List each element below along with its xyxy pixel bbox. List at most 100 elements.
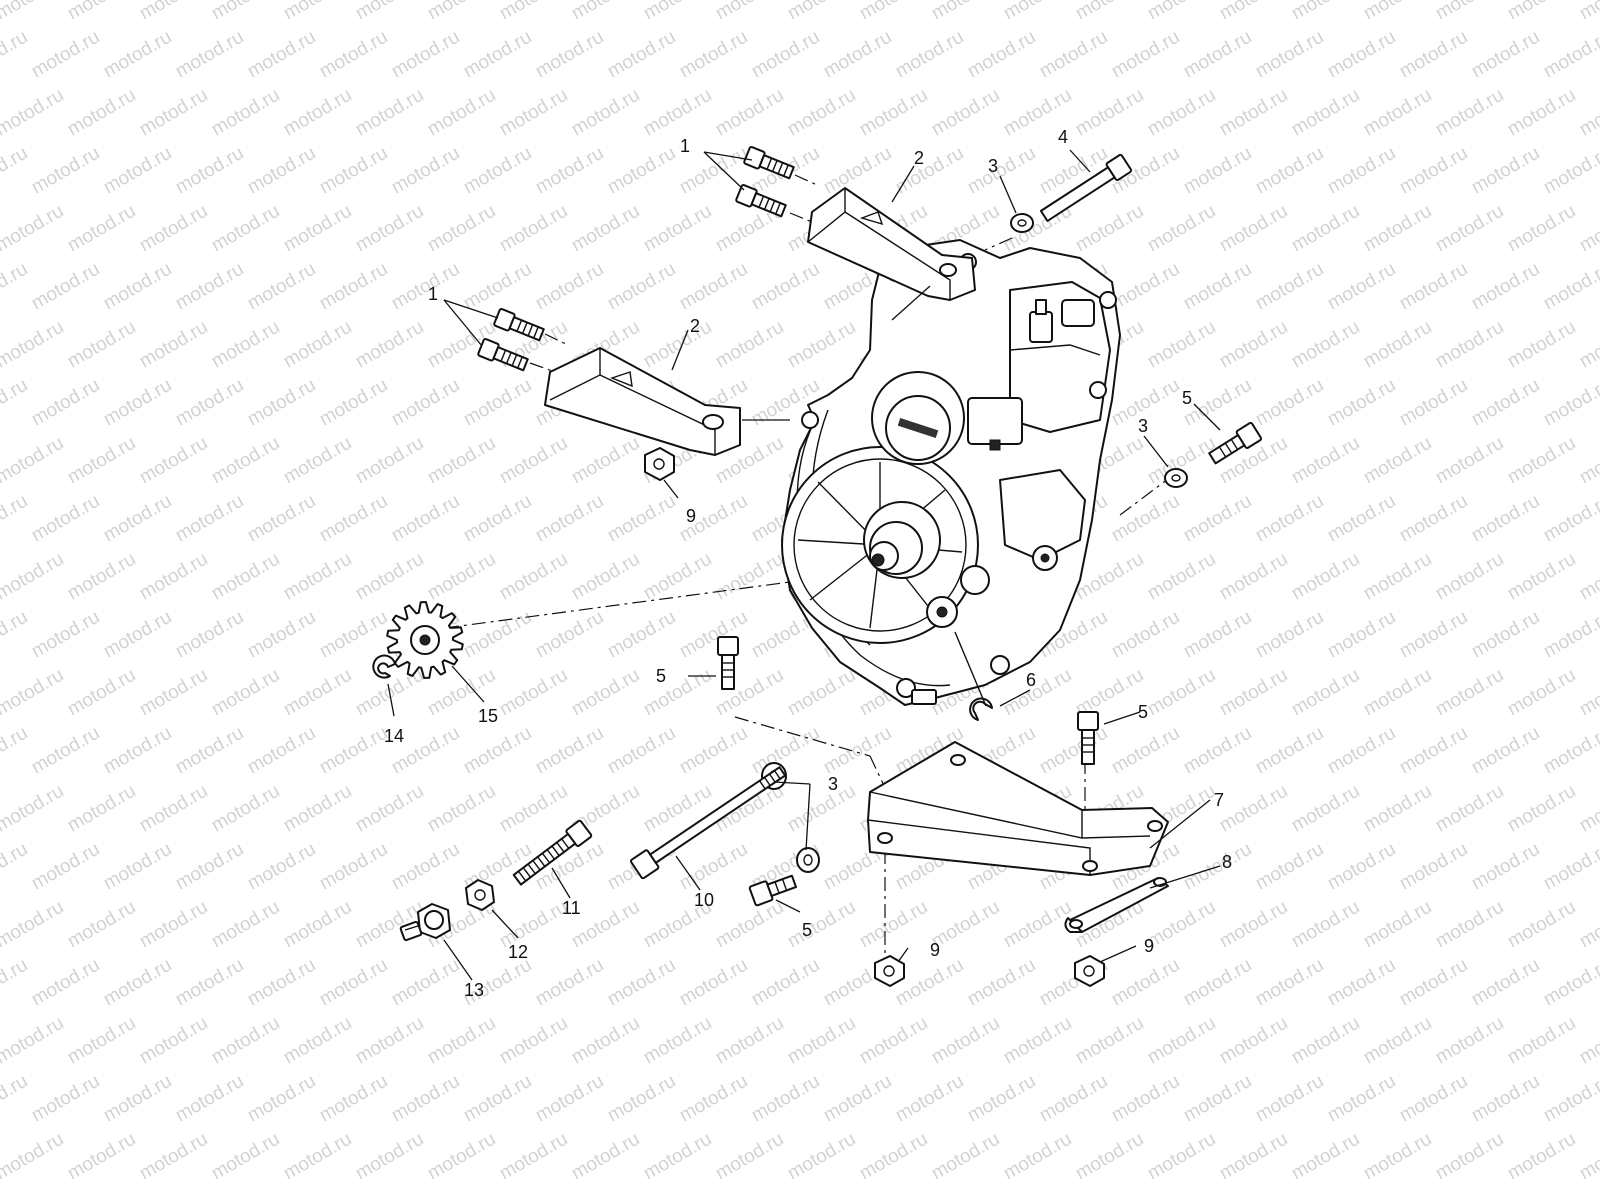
watermark-text: motod.ru (352, 549, 427, 605)
watermark-text: motod.ru (1360, 0, 1435, 24)
watermark-text: motod.ru (1180, 955, 1255, 1011)
watermark-text: motod.ru (1180, 491, 1255, 547)
watermark-text: motod.ru (1396, 259, 1471, 315)
watermark-text: motod.ru (1360, 317, 1435, 373)
watermark-text: motod.ru (424, 0, 499, 24)
callout-5: 5 (1138, 702, 1148, 722)
watermark-text: motod.ru (316, 955, 391, 1011)
watermark-text: motod.ru (640, 317, 715, 373)
watermark-text: motod.ru (316, 143, 391, 199)
watermark-text: motod.ru (0, 259, 31, 315)
watermark-text: motod.ru (1432, 1129, 1507, 1185)
strap-icon (1064, 877, 1169, 933)
watermark-text: motod.ru (1252, 375, 1327, 431)
watermark-text: motod.ru (604, 607, 679, 663)
watermark-text: motod.ru (496, 549, 571, 605)
watermark-text: motod.ru (1000, 1129, 1075, 1185)
watermark-text: motod.ru (1324, 259, 1399, 315)
watermark-text: motod.ru (460, 607, 535, 663)
watermark-text: motod.ru (1036, 1071, 1111, 1127)
watermark-text: motod.ru (1216, 201, 1291, 257)
watermark-text: motod.ru (1576, 897, 1600, 953)
watermark-text: motod.ru (640, 201, 715, 257)
watermark-text: motod.ru (208, 85, 283, 141)
watermark-text: motod.ru (28, 27, 103, 83)
watermark-text: motod.ru (1288, 549, 1363, 605)
watermark-text: motod.ru (856, 0, 931, 24)
watermark-text: motod.ru (460, 1071, 535, 1127)
watermark-text: motod.ru (1144, 1129, 1219, 1185)
watermark-text: motod.ru (136, 665, 211, 721)
watermark-text: motod.ru (0, 839, 31, 895)
watermark-text: motod.ru (712, 85, 787, 141)
watermark-text: motod.ru (1216, 0, 1291, 24)
watermark-text: motod.ru (1396, 723, 1471, 779)
watermark-text: motod.ru (1468, 143, 1543, 199)
watermark-text: motod.ru (244, 723, 319, 779)
watermark-text: motod.ru (1432, 201, 1507, 257)
watermark-text: motod.ru (1216, 85, 1291, 141)
watermark-text: motod.ru (856, 1013, 931, 1069)
hex-nut-icon (644, 447, 1105, 987)
watermark-text: motod.ru (100, 143, 175, 199)
watermark-text: motod.ru (388, 143, 463, 199)
watermark-text: motod.ru (1432, 433, 1507, 489)
watermark-text: motod.ru (1324, 839, 1399, 895)
watermark-text: motod.ru (604, 143, 679, 199)
watermark-text: motod.ru (784, 1013, 859, 1069)
watermark-text: motod.ru (1468, 259, 1543, 315)
watermark-text: motod.ru (208, 0, 283, 24)
watermark-text: motod.ru (964, 1071, 1039, 1127)
callout-14: 14 (384, 726, 404, 746)
watermark-text: motod.ru (1360, 1013, 1435, 1069)
watermark-text: motod.ru (496, 0, 571, 24)
watermark-text: motod.ru (244, 1071, 319, 1127)
flange-nut-icon (465, 879, 495, 911)
watermark-text: motod.ru (1180, 27, 1255, 83)
watermark-text: motod.ru (1504, 665, 1579, 721)
watermark-text: motod.ru (388, 839, 463, 895)
watermark-text: motod.ru (1216, 897, 1291, 953)
watermark-text: motod.ru (1504, 897, 1579, 953)
watermark-text: motod.ru (1180, 1071, 1255, 1127)
watermark-text: motod.ru (208, 201, 283, 257)
watermark-text: motod.ru (1504, 1013, 1579, 1069)
watermark-text: motod.ru (784, 85, 859, 141)
watermark-text: motod.ru (1144, 549, 1219, 605)
watermark-text: motod.ru (532, 27, 607, 83)
watermark-text: motod.ru (1288, 433, 1363, 489)
watermark-text: motod.ru (532, 607, 607, 663)
watermark-text: motod.ru (352, 0, 427, 24)
watermark-text: motod.ru (64, 201, 139, 257)
watermark-text: motod.ru (172, 723, 247, 779)
watermark-text: motod.ru (856, 85, 931, 141)
watermark-text: motod.ru (424, 201, 499, 257)
watermark-text: motod.ru (1252, 955, 1327, 1011)
watermark-text: motod.ru (1108, 723, 1183, 779)
watermark-text: motod.ru (748, 955, 823, 1011)
watermark-text: motod.ru (1504, 1129, 1579, 1185)
watermark-text: motod.ru (388, 27, 463, 83)
watermark-text: motod.ru (712, 549, 787, 605)
watermark-text: motod.ru (352, 433, 427, 489)
watermark-text: motod.ru (1000, 0, 1075, 24)
watermark-text: motod.ru (1216, 665, 1291, 721)
watermark-text: motod.ru (568, 1013, 643, 1069)
callout-1: 1 (680, 136, 690, 156)
callout-3: 3 (1138, 416, 1148, 436)
watermark-text: motod.ru (1504, 85, 1579, 141)
watermark-text: motod.ru (1000, 665, 1075, 721)
callout-9: 9 (930, 940, 940, 960)
watermark-text: motod.ru (280, 201, 355, 257)
watermark-text: motod.ru (64, 549, 139, 605)
watermark-text: motod.ru (100, 955, 175, 1011)
watermark-text: motod.ru (100, 723, 175, 779)
watermark-text: motod.ru (1540, 1071, 1600, 1127)
watermark-text: motod.ru (532, 259, 607, 315)
callout-8: 8 (1222, 852, 1232, 872)
watermark-text: motod.ru (28, 143, 103, 199)
watermark-text: motod.ru (1360, 201, 1435, 257)
watermark-text: motod.ru (172, 375, 247, 431)
watermark-text: motod.ru (208, 433, 283, 489)
